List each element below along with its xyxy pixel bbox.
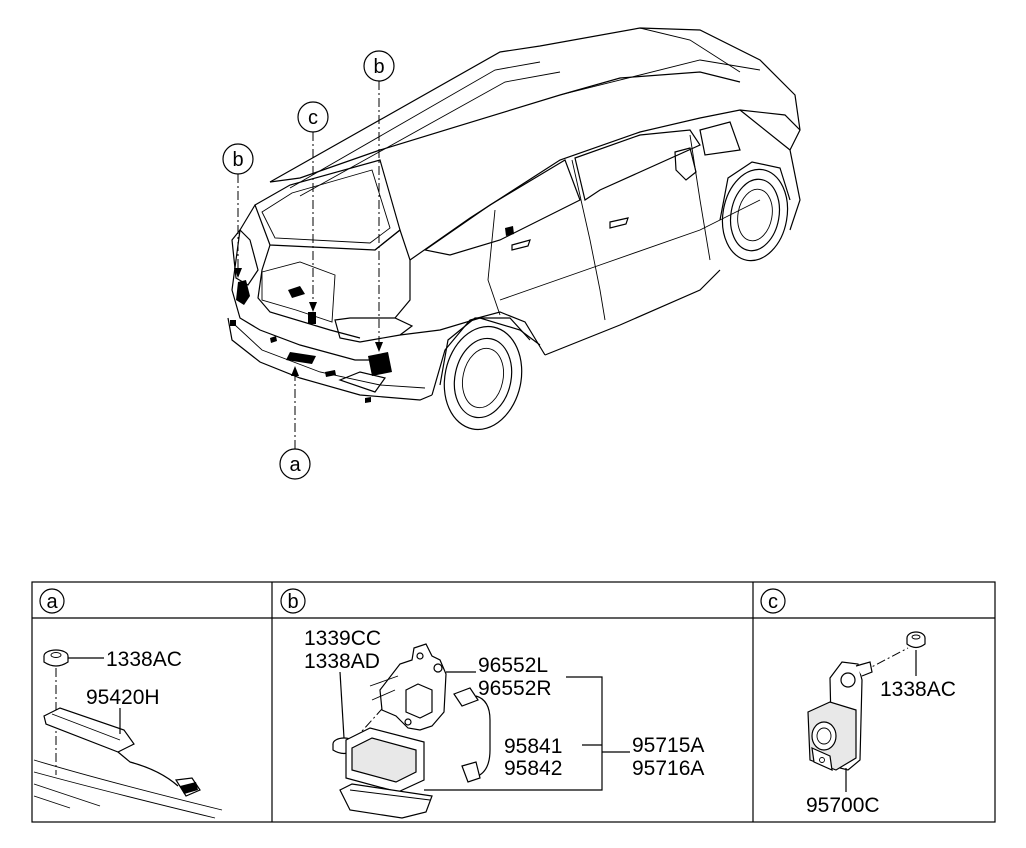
panel-a-header-letter: a <box>46 591 58 613</box>
callout-b-left: b <box>222 143 254 278</box>
part-label-1338ac-a: 1338AC <box>106 648 182 671</box>
part-label-96552r: 96552R <box>478 677 552 700</box>
panel-c: 1338AC 95700C <box>806 631 956 817</box>
panel-b-header-letter: b <box>287 591 298 613</box>
panel-c-header: c <box>760 588 786 614</box>
nut-icon <box>906 631 926 649</box>
callout-a-letter: a <box>289 454 301 476</box>
parts-table: a b c <box>31 581 996 823</box>
panel-a-header: a <box>39 588 65 614</box>
panel-b: 1339CC 1338AD <box>304 627 704 819</box>
panel-b-header: b <box>280 588 306 614</box>
part-label-95700c: 95700C <box>806 794 880 817</box>
part-label-1339cc: 1339CC <box>304 627 381 650</box>
part-label-95420h: 95420H <box>86 686 160 709</box>
callout-a: a <box>279 366 311 480</box>
part-label-95842: 95842 <box>504 757 562 780</box>
antenna-module-icon <box>43 707 201 797</box>
callout-c: c <box>297 101 329 312</box>
part-label-1338ad: 1338AD <box>304 650 380 673</box>
part-label-1338ac-c: 1338AC <box>880 678 956 701</box>
nut-icon <box>43 649 69 667</box>
callout-b-right: b <box>363 50 395 352</box>
bracket-icon <box>369 643 447 731</box>
vehicle-illustration <box>227 27 801 431</box>
part-label-95716a: 95716A <box>632 757 704 780</box>
part-label-95715a: 95715A <box>632 734 704 757</box>
panel-a: 1338AC 95420H <box>33 648 223 819</box>
part-label-96552l: 96552L <box>478 654 548 677</box>
callout-c-letter: c <box>308 107 318 129</box>
callout-b-right-letter: b <box>373 56 384 78</box>
sensor-icon <box>807 661 873 771</box>
callout-b-left-letter: b <box>232 149 243 171</box>
panel-c-header-letter: c <box>768 591 778 613</box>
radar-unit-icon <box>339 727 433 819</box>
connector-icon <box>453 687 491 783</box>
part-label-95841: 95841 <box>504 735 562 758</box>
